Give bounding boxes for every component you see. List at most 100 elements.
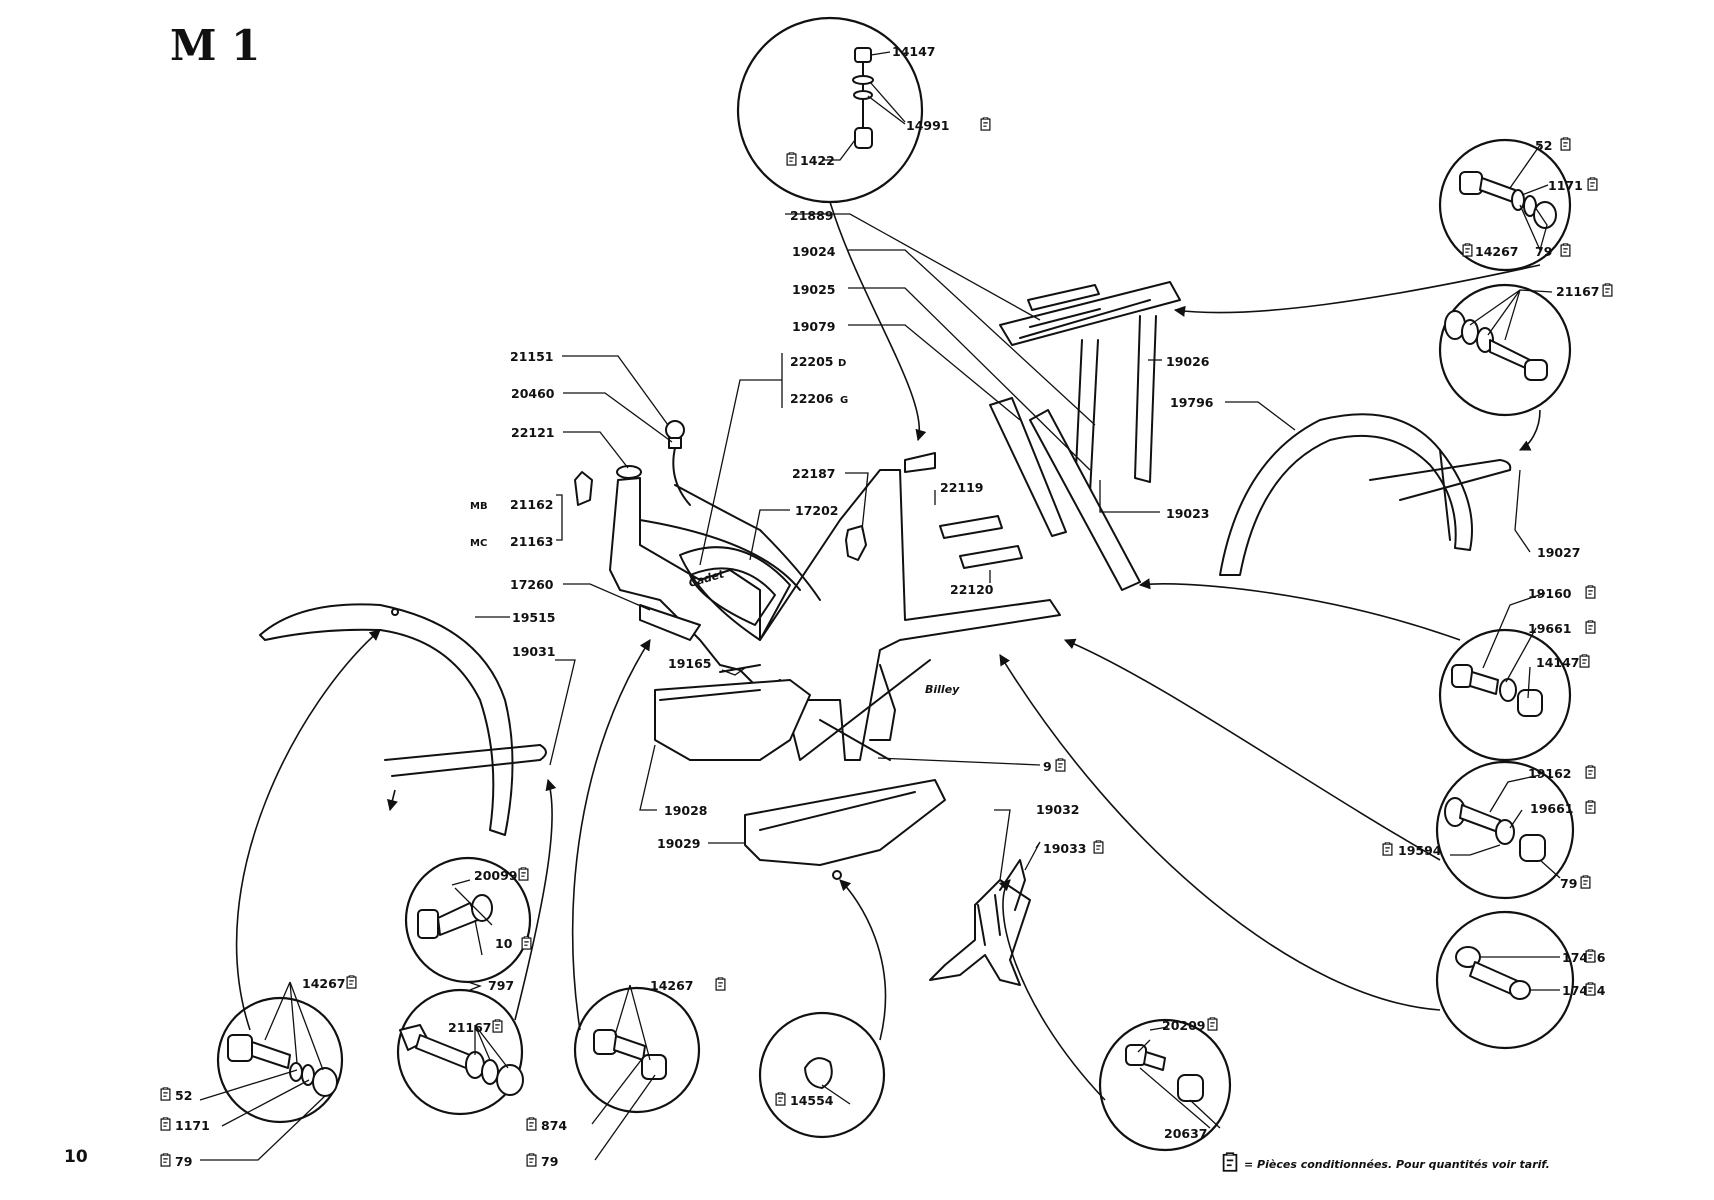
packaged-part-icon: [160, 1117, 171, 1131]
side-cover-part: [744, 779, 946, 866]
part-label-19029: 19029: [657, 836, 701, 851]
part-label-21151: 21151: [510, 349, 554, 364]
part-label-10: 10: [495, 936, 513, 951]
packaged-part-icon: [160, 1153, 171, 1167]
packaged-part-icon: [1585, 585, 1596, 599]
packaged-part-icon: [1587, 177, 1598, 191]
part-label-22121: 22121: [511, 425, 555, 440]
part-label-22206: 22206: [790, 391, 834, 406]
packaged-part-icon: [1579, 654, 1590, 668]
detail-circle-14267-left: [199, 629, 381, 1161]
part-label-14267-tr: 14267: [1475, 244, 1519, 259]
part-label-874: 874: [541, 1118, 567, 1133]
part-label-19661-a: 19661: [1528, 621, 1572, 636]
part-label-22205: 22205: [790, 354, 834, 369]
part-label-79-bl: 79: [175, 1154, 192, 1169]
part-label-20209: 20209: [1162, 1018, 1206, 1033]
legend-text: = Pièces conditionnées. Pour quantités v…: [1244, 1158, 1550, 1171]
part-label-52-tr: 52: [1535, 138, 1552, 153]
cable-part: [674, 484, 821, 601]
part-label-14147-r: 14147: [1536, 655, 1580, 670]
part-label-19515: 19515: [512, 610, 556, 625]
part-label-17202: 17202: [795, 503, 839, 518]
packaged-part-icon: [1602, 283, 1613, 297]
part-label-9: 9: [1043, 759, 1052, 774]
part-label-14991: 14991: [906, 118, 950, 133]
packaged-part-icon: [521, 936, 532, 950]
side-left-g: G: [840, 395, 848, 406]
part-label-21162: 21162: [510, 497, 554, 512]
part-label-79-tr: 79: [1535, 244, 1552, 259]
part-label-19025: 19025: [792, 282, 836, 297]
part-label-22120: 22120: [950, 582, 994, 597]
packaged-part-icon: [1560, 137, 1571, 151]
packaged-part-icon: [1093, 840, 1104, 854]
packaged-part-icon: [526, 1153, 537, 1167]
side-right-d: D: [838, 358, 846, 369]
packaged-part-icon: [1462, 243, 1473, 257]
part-label-19796: 19796: [1170, 395, 1214, 410]
detail-circle-top: [736, 16, 927, 442]
packaged-part-icon: [786, 152, 797, 166]
part-label-22187: 22187: [792, 466, 836, 481]
part-label-21889: 21889: [790, 208, 834, 223]
part-label-20099: 20099: [474, 868, 518, 883]
packaged-part-icon: [1580, 875, 1591, 889]
part-label-19165: 19165: [668, 656, 712, 671]
part-label-17426: 17426: [1562, 950, 1606, 965]
packaged-part-icon: [1585, 982, 1596, 996]
packaged-part-icon: [1585, 765, 1596, 779]
tank-lower-part: [654, 679, 811, 761]
packaged-part-icon: [1585, 800, 1596, 814]
packaged-part-icon: [1055, 758, 1066, 772]
packaged-part-icon: [526, 1117, 537, 1131]
front-mudguard-part: [259, 603, 547, 836]
part-label-14554: 14554: [790, 1093, 834, 1108]
part-label-21167-tr: 21167: [1556, 284, 1600, 299]
part-label-14147-top: 14147: [892, 44, 936, 59]
variant-mc: MC: [470, 538, 487, 549]
packaged-part-icon: [1560, 243, 1571, 257]
part-label-797: 797: [488, 978, 514, 993]
clip-part: [574, 471, 593, 506]
part-label-19024: 19024: [792, 244, 836, 259]
detail-circle-19160: [1138, 578, 1572, 762]
signature-billey: Billey: [925, 683, 960, 696]
filler-cap-part: [665, 420, 691, 506]
part-label-19162: 19162: [1528, 766, 1572, 781]
detail-circle-14267-mid: [571, 639, 701, 1161]
packaged-part-icon: [775, 1092, 786, 1106]
part-label-19079: 19079: [792, 319, 836, 334]
packaged-part-icon: [1585, 949, 1596, 963]
part-label-22119: 22119: [940, 480, 984, 495]
part-label-19027: 19027: [1537, 545, 1581, 560]
part-label-52-bl: 52: [175, 1088, 192, 1103]
detail-circle-14267-right: [1173, 138, 1572, 317]
part-label-19594: 19594: [1398, 843, 1442, 858]
part-label-19031: 19031: [512, 644, 556, 659]
part-label-19160: 19160: [1528, 586, 1572, 601]
detail-circle-17426: [999, 654, 1575, 1050]
part-label-17260: 17260: [510, 577, 554, 592]
detail-circle-20099: [404, 856, 532, 984]
detail-circle-19162: [1063, 638, 1575, 900]
page-number: 10: [64, 1147, 88, 1167]
part-label-20637: 20637: [1164, 1126, 1208, 1141]
packaged-part-icon: [1207, 1017, 1218, 1031]
part-label-21167-b: 21167: [448, 1020, 492, 1035]
rear-carrier-rack-part: [989, 281, 1181, 591]
rubber-pad-part: [959, 545, 1023, 569]
part-label-14267-bm: 14267: [650, 978, 694, 993]
bracket-plate-part: [639, 604, 701, 641]
part-label-79-r: 79: [1560, 876, 1577, 891]
packaged-part-icon: [715, 977, 726, 991]
detail-circle-21167-bottom: [396, 778, 557, 1116]
part-label-20460: 20460: [511, 386, 555, 401]
page-title: M 1: [170, 21, 260, 70]
part-label-19023: 19023: [1166, 506, 1210, 521]
part-label-1422: 1422: [800, 153, 835, 168]
packaged-part-icon: [980, 117, 991, 131]
part-label-19661-b: 19661: [1530, 801, 1574, 816]
part-label-21163: 21163: [510, 534, 554, 549]
